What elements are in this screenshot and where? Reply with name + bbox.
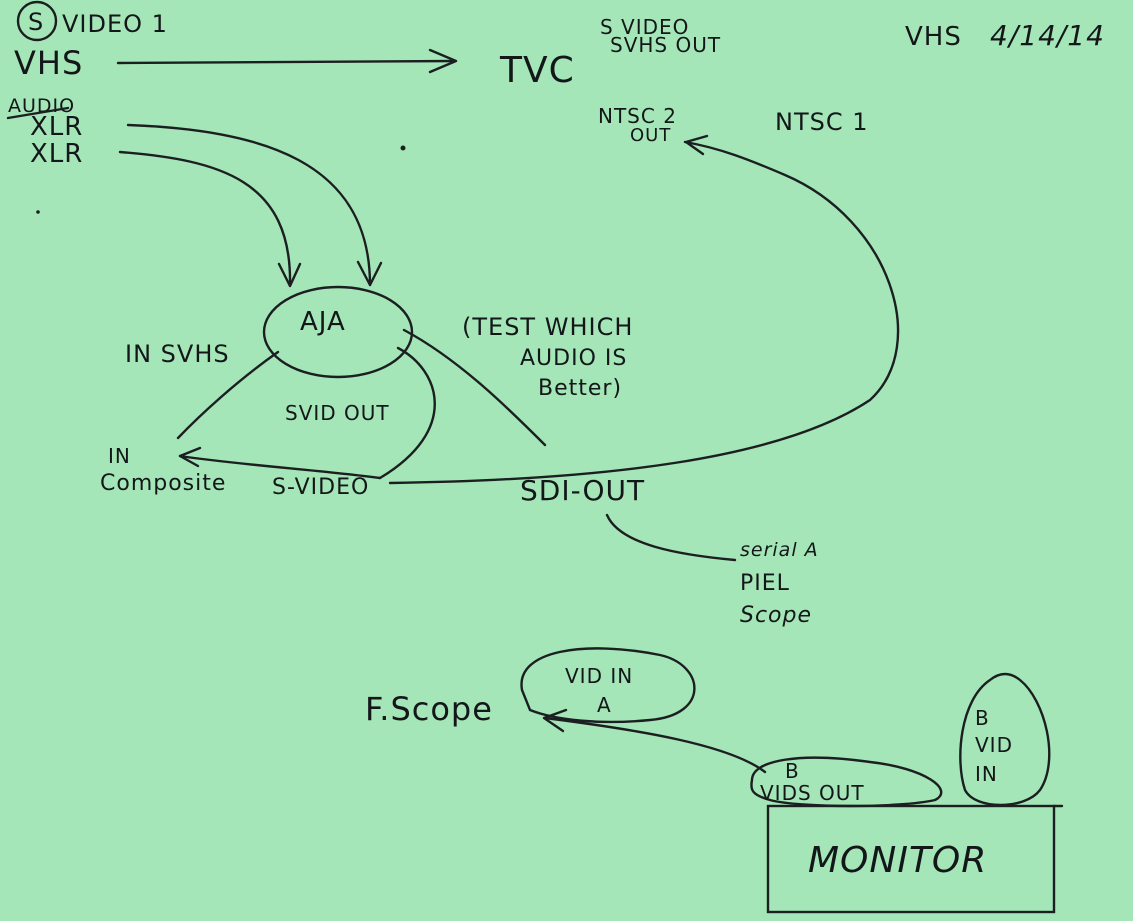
svideo-svhs-out-line2: SVHS OUT — [610, 33, 721, 57]
video-number: VIDEO 1 — [62, 10, 168, 38]
svideo-svhs-out-line1: S VIDEO — [600, 15, 689, 39]
aja-to-svid-loop-cable — [378, 346, 436, 480]
s-video-label: S-VIDEO — [272, 475, 369, 500]
monitor-box — [766, 804, 1056, 914]
xlr1-to-aja-cable — [126, 123, 372, 287]
svid-out-label: SVID OUT — [285, 401, 390, 425]
xlr2-to-aja-cable — [118, 150, 292, 287]
vhs-label: VHS — [14, 44, 83, 82]
vhs-to-tvc-arrowhead — [428, 48, 458, 74]
b-vid-in-outline — [959, 672, 1051, 807]
s-label: S — [28, 8, 44, 36]
audio-title: AUDIO — [8, 95, 75, 117]
vid-in-a-line2: A — [597, 693, 612, 717]
serial-line1: serial A — [740, 539, 819, 561]
svideo-to-ntsc2-cable — [388, 140, 900, 485]
aja-to-sdi-cable — [402, 328, 547, 447]
ntsc2-out-line2: OUT — [630, 125, 671, 146]
tvc-label: TVC — [499, 50, 575, 91]
note-line2: AUDIO IS — [520, 346, 627, 371]
ntsc2-out-line1: NTSC 2 — [598, 104, 677, 128]
b-vids-out-line1: B — [785, 759, 800, 783]
b-out-to-scope-cable — [543, 716, 767, 774]
svideo-to-ntsc2-arrowhead — [684, 134, 709, 156]
b-vid-in-line3: IN — [975, 762, 998, 786]
xlr2-to-aja-arrowhead — [277, 262, 302, 288]
pen-dot — [400, 145, 406, 151]
vhs-to-tvc-connector — [116, 59, 457, 65]
vhs-date-label: VHS — [905, 22, 962, 52]
xlr-2-label: XLR — [30, 139, 83, 169]
b-vid-in-line2: VID — [975, 733, 1013, 757]
serial-line3: Scope — [740, 603, 812, 628]
xlr-1-label: XLR — [30, 112, 83, 142]
f-scope-label: F.Scope — [365, 690, 493, 728]
aja-to-in-cable — [176, 350, 280, 440]
xlr1-to-aja-arrowhead — [356, 260, 383, 287]
aja-box — [262, 285, 414, 379]
b-vid-in-line1: B — [975, 706, 990, 730]
sdi-out-label: SDI-OUT — [520, 474, 645, 507]
s-label-circle — [16, 0, 58, 42]
note-line1: (TEST WHICH — [462, 313, 633, 341]
b-out-to-scope-arrowhead — [542, 708, 568, 733]
svideo-to-composite-arrowhead — [178, 446, 202, 468]
in-label: IN — [108, 444, 131, 468]
aja-label: AJA — [300, 307, 346, 337]
in-svhs-label: IN SVHS — [125, 340, 230, 368]
date: 4/14/14 — [990, 19, 1105, 52]
svideo-to-composite-cable — [178, 454, 382, 480]
b-vids-out-outline — [750, 756, 943, 808]
serial-line2: PIEL — [740, 571, 790, 596]
sdi-to-serial-cable — [605, 513, 737, 562]
ntsc1-label: NTSC 1 — [775, 108, 869, 136]
monitor-label: MONITOR — [808, 840, 987, 881]
note-line3: Better) — [538, 376, 622, 401]
vid-in-a-outline — [520, 647, 696, 724]
composite-label: Composite — [100, 471, 226, 496]
vid-in-a-line1: VID IN — [565, 664, 633, 688]
audio-underline — [6, 106, 70, 120]
b-vids-out-line2: VIDS OUT — [760, 781, 865, 805]
pen-dot-2 — [36, 210, 40, 214]
